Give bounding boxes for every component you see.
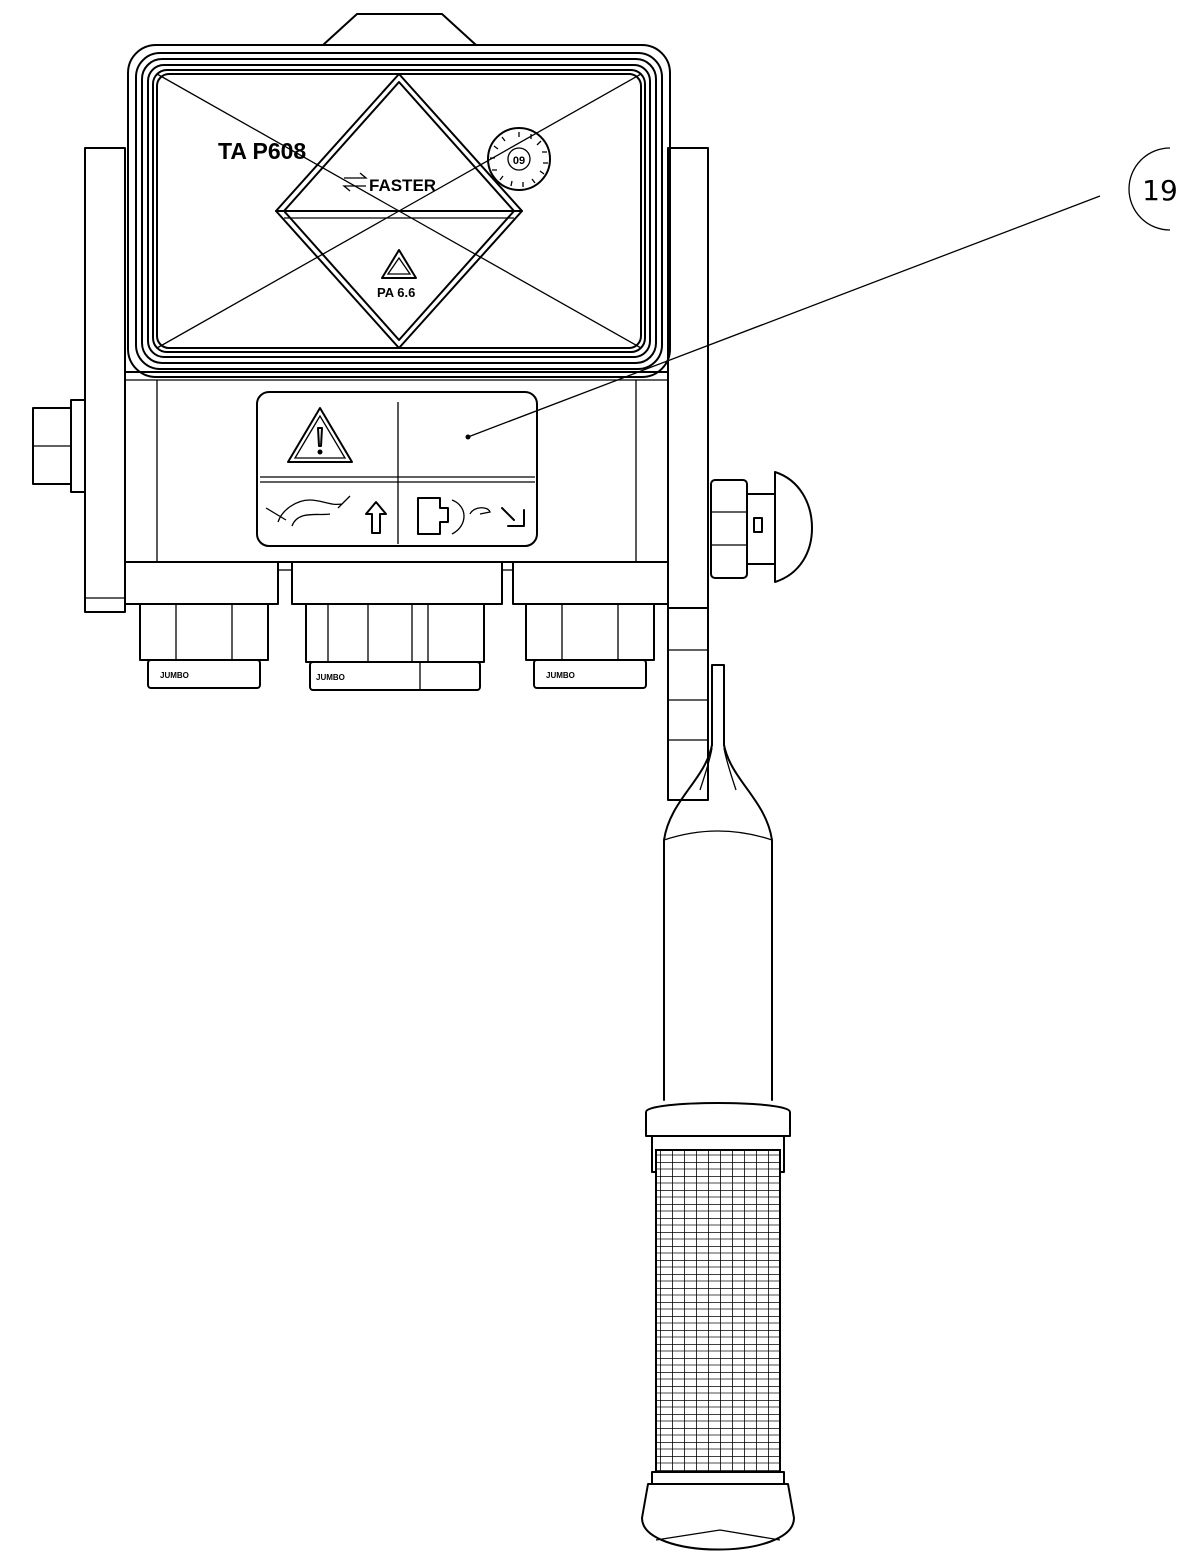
date-dial-center: 09	[513, 155, 525, 167]
warning-triangle-icon	[287, 407, 353, 463]
gland-marking-left: JUMBO	[160, 671, 189, 680]
top-tab	[322, 13, 477, 46]
hand-lift-icon	[265, 495, 351, 527]
brand-logo-text: FASTER	[369, 176, 436, 195]
socket-cover	[127, 44, 671, 378]
handle-grip	[641, 1102, 795, 1551]
disconnect-icon	[417, 497, 491, 535]
socket-housing	[124, 371, 669, 605]
arrow-down-right-icon	[501, 507, 525, 527]
callout-19: 19	[465, 147, 1178, 440]
handle-lever	[663, 664, 773, 1101]
warning-label-plate	[256, 391, 538, 547]
left-hex-nut	[32, 399, 86, 493]
left-bracket	[84, 147, 126, 613]
cable-gland-right: JUMBO	[525, 603, 655, 689]
push-button-knob	[710, 471, 813, 583]
callout-number: 19	[1142, 174, 1178, 207]
cable-gland-left: JUMBO	[139, 603, 269, 689]
arrow-up-icon	[365, 501, 387, 534]
date-dial: 09	[487, 127, 551, 191]
recycle-icon	[381, 249, 417, 279]
right-bracket	[667, 147, 709, 801]
brand-logo: FASTER	[342, 172, 436, 195]
gland-marking-center: JUMBO	[316, 673, 345, 682]
cover-marking: TA P608	[218, 138, 306, 164]
material-marking: PA 6.6	[377, 285, 415, 300]
cable-gland-center: JUMBO	[305, 603, 485, 691]
gland-marking-right: JUMBO	[546, 671, 575, 680]
